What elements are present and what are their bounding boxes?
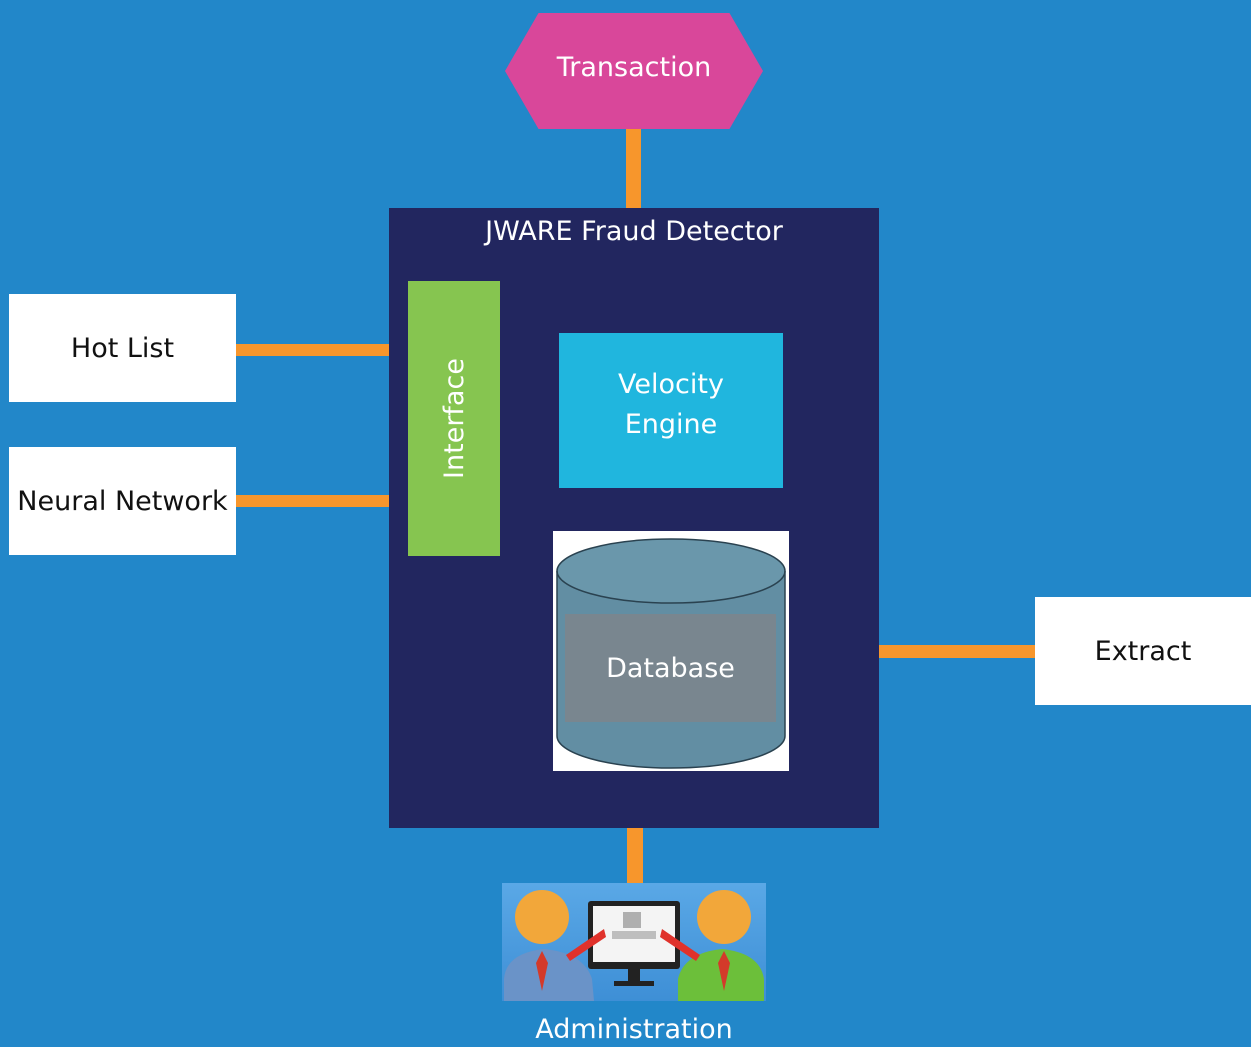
interface-label: Interface	[438, 358, 470, 479]
transaction-node: Transaction	[505, 13, 763, 129]
administration-node	[502, 883, 766, 1001]
administration-illustration	[502, 883, 766, 1001]
velocity-engine-label-line1: Velocity	[618, 368, 724, 400]
database-label: Database	[606, 652, 735, 684]
hot-list-label: Hot List	[70, 332, 175, 364]
fraud-detector-title: JWARE Fraud Detector	[485, 216, 783, 247]
interface-node: Interface	[408, 281, 500, 556]
connector-neural-network	[236, 495, 409, 507]
transaction-label: Transaction	[556, 51, 712, 83]
user-left-icon	[504, 890, 594, 1001]
velocity-engine-node: Velocity Engine	[559, 333, 783, 488]
neural-network-label: Neural Network	[17, 485, 228, 517]
connector-hot-list	[236, 344, 409, 356]
neural-network-node: Neural Network	[9, 447, 236, 555]
monitor-icon	[588, 901, 680, 986]
database-cylinder-icon	[556, 538, 786, 769]
user-right-icon	[678, 890, 764, 1001]
extract-node: Extract	[1035, 597, 1251, 705]
extract-label: Extract	[1094, 635, 1192, 667]
connector-administration	[627, 827, 643, 884]
velocity-engine-label-line2: Engine	[624, 408, 718, 440]
administration-label: Administration	[535, 1014, 733, 1045]
connector-transaction	[626, 128, 641, 209]
hot-list-node: Hot List	[9, 294, 236, 402]
database-node	[553, 531, 789, 771]
